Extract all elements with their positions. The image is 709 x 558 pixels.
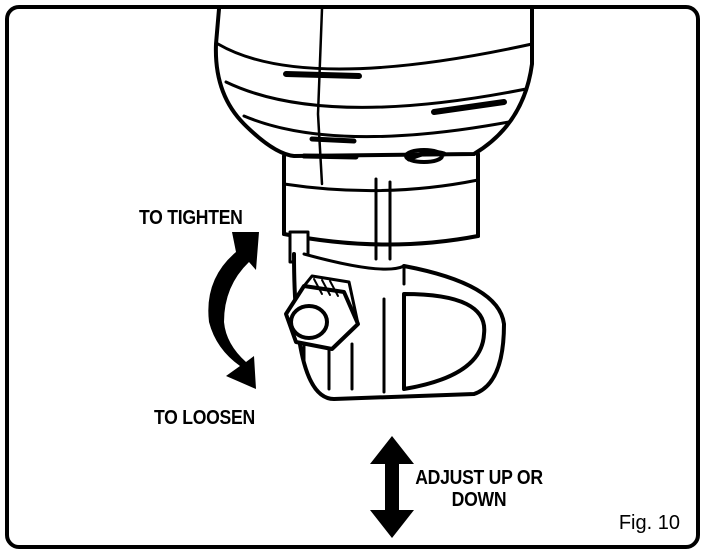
router-base-illustration <box>208 9 534 538</box>
adjust-label-line2: DOWN <box>451 489 507 511</box>
router-base-ring <box>292 252 506 401</box>
figure-frame: TO TIGHTEN TO LOOSEN ADJUST UP OR DOWN F… <box>5 5 700 549</box>
clamp-knob <box>284 274 360 351</box>
clamp-collar <box>282 152 480 264</box>
vertical-double-arrow-icon <box>370 436 414 538</box>
motor-housing <box>213 9 534 186</box>
loosen-label: TO LOOSEN <box>154 407 255 429</box>
figure-number: Fig. 10 <box>618 512 680 534</box>
adjust-label-line1: ADJUST UP OR <box>415 467 543 489</box>
curved-double-arrow-icon <box>208 232 259 389</box>
tighten-label: TO TIGHTEN <box>139 207 243 229</box>
